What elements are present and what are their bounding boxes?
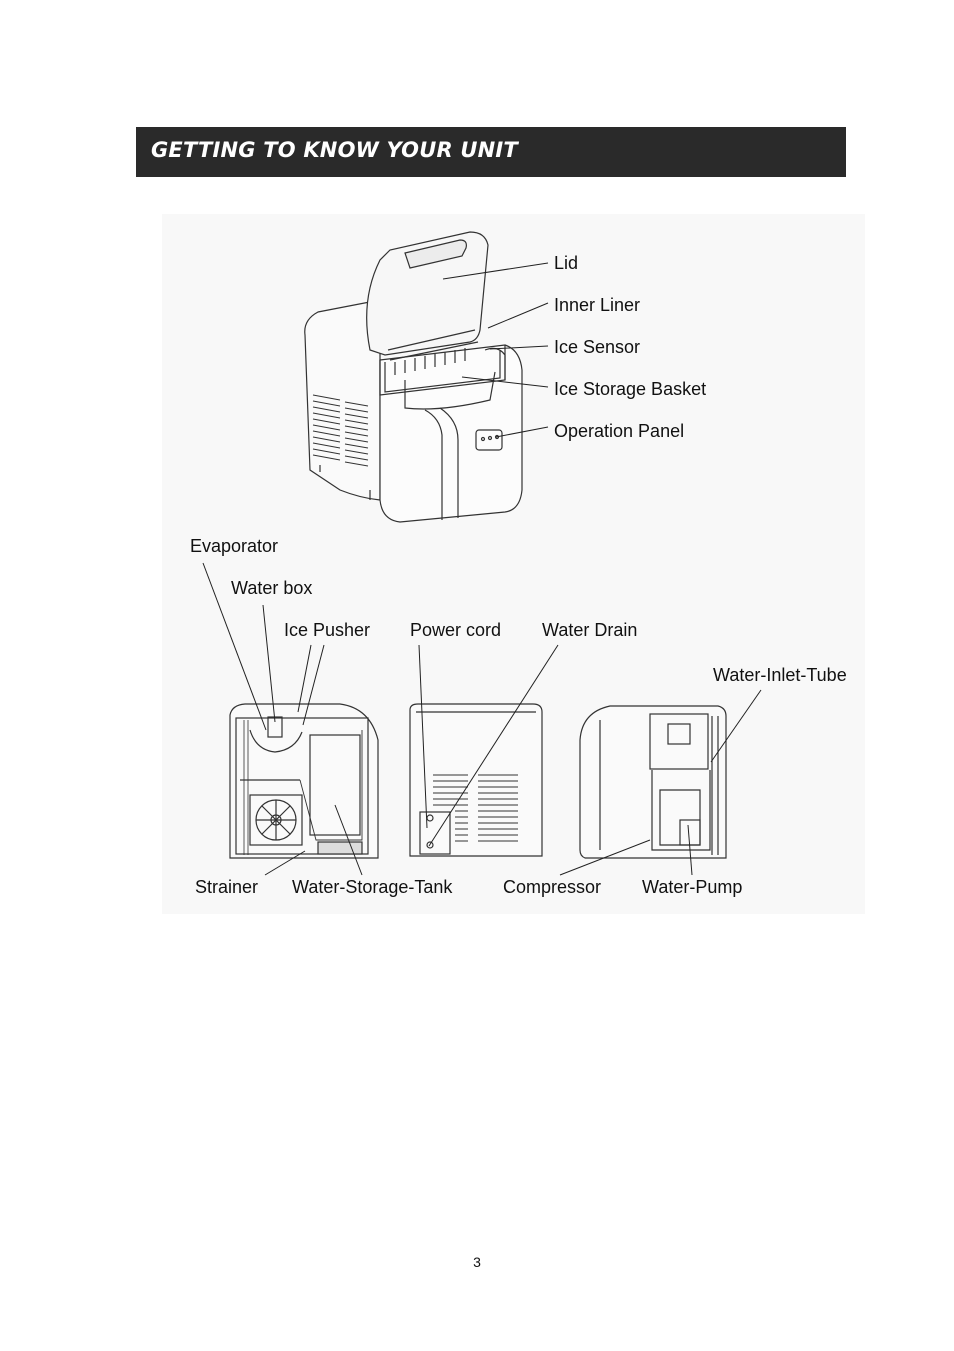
label-inner-liner: Inner Liner — [554, 295, 641, 315]
label-operation-panel: Operation Panel — [554, 421, 685, 441]
label-water-pump: Water-Pump — [642, 877, 743, 897]
label-ice-storage-basket: Ice Storage Basket — [554, 379, 707, 399]
rear-view-drawing — [409, 703, 543, 857]
label-strainer: Strainer — [195, 877, 259, 897]
section-title: GETTING TO KNOW YOUR UNIT — [151, 138, 518, 162]
label-evaporator: Evaporator — [190, 536, 279, 556]
label-compressor: Compressor — [503, 877, 602, 897]
label-water-box: Water box — [231, 578, 313, 598]
label-water-storage-tank: Water-Storage-Tank — [292, 877, 453, 897]
label-ice-sensor: Ice Sensor — [554, 337, 641, 357]
label-power-cord: Power cord — [410, 620, 502, 640]
page-number: 3 — [473, 1254, 481, 1270]
section-header: GETTING TO KNOW YOUR UNIT — [136, 127, 846, 177]
leader-lines — [202, 262, 762, 876]
section-view-drawing — [229, 703, 379, 859]
label-water-inlet-tube: Water-Inlet-Tube — [713, 665, 847, 685]
label-water-drain: Water Drain — [542, 620, 638, 640]
unit-perspective-drawing — [304, 231, 523, 523]
side-view-drawing — [579, 705, 727, 859]
label-lid: Lid — [554, 253, 579, 273]
label-ice-pusher: Ice Pusher — [284, 620, 371, 640]
